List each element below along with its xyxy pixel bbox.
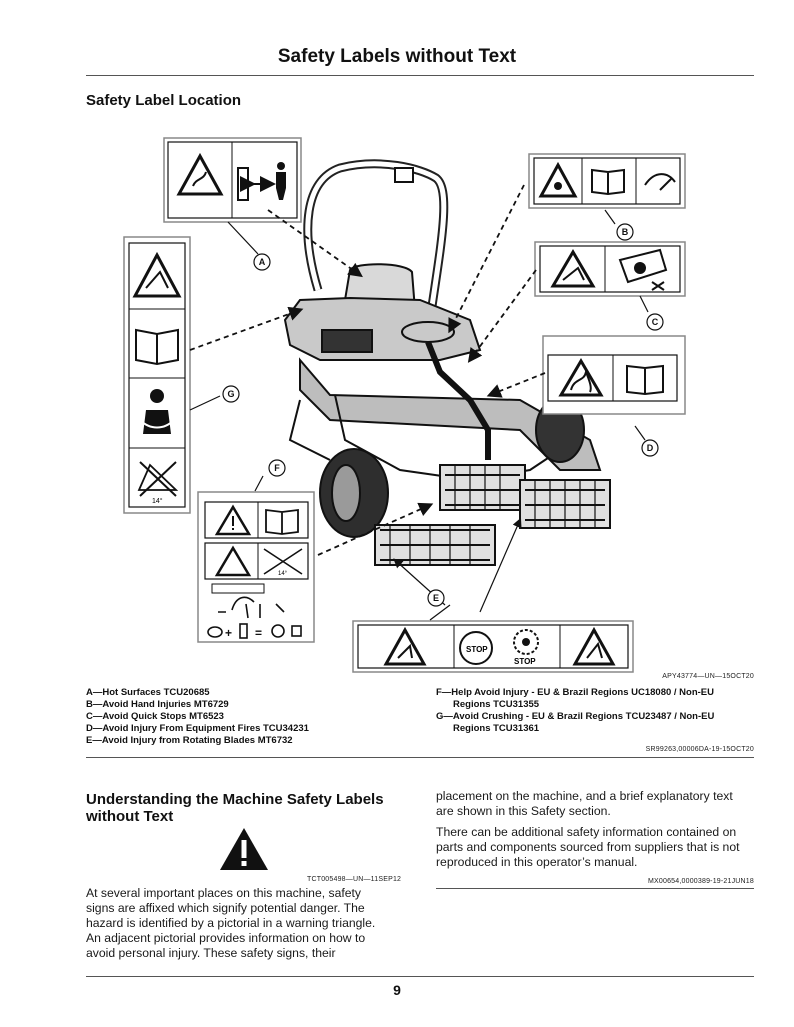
legend-item-e: E—Avoid Injury from Rotating Blades MT67… — [86, 735, 293, 746]
mower-drawing — [283, 159, 611, 566]
callouts: A B C D E F G — [222, 223, 664, 607]
understanding-heading-line2: without Text — [86, 808, 174, 825]
understanding-right-p2: There can be additional safety informati… — [436, 825, 766, 870]
label-f-angle-text: 14° — [278, 571, 288, 577]
label-e-stop-text-1: STOP — [466, 645, 488, 654]
understanding-rule — [436, 888, 754, 889]
reel-unit-center — [439, 464, 526, 511]
legend-item-b: B—Avoid Hand Injuries MT6729 — [86, 699, 229, 710]
svg-text:D: D — [647, 443, 654, 453]
right-p2-line-1: There can be additional safety informati… — [436, 825, 737, 839]
understanding-heading-line1: Understanding the Machine Safety Labels — [86, 791, 384, 808]
label-f-help-avoid-injury: 14° + = — [197, 491, 315, 643]
reel-unit-left — [374, 524, 496, 566]
legend-item-f: F—Help Avoid Injury - EU & Brazil Region… — [436, 687, 715, 698]
legend-item-g-cont: Regions TCU31361 — [453, 723, 540, 734]
legend-rule — [86, 757, 754, 758]
title-rule — [86, 75, 754, 76]
right-p1-line-1: placement on the machine, and a brief ex… — [436, 789, 733, 803]
footer-rule — [86, 976, 754, 977]
legend-item-a: A—Hot Surfaces TCU20685 — [86, 687, 210, 698]
callout-a: A — [253, 253, 271, 271]
svg-text:=: = — [255, 626, 262, 640]
label-e-stop-text-2: STOP — [514, 657, 536, 666]
page-number: 9 — [393, 982, 401, 998]
page-title: Safety Labels without Text — [277, 46, 517, 67]
callout-d: D — [641, 439, 659, 457]
legend-ref-code: SR99263,00006DA-19-15OCT20 — [645, 746, 754, 753]
svg-text:+: + — [225, 626, 232, 640]
label-c-quick-stops — [534, 241, 686, 297]
legend-item-f-cont: Regions TCU31355 — [453, 699, 540, 710]
warning-triangle-icon — [220, 828, 268, 870]
section-title: Safety Label Location — [86, 92, 242, 109]
leader-lines — [189, 184, 546, 556]
understanding-right-p1: placement on the machine, and a brief ex… — [436, 789, 766, 819]
legend-left: A—Hot Surfaces TCU20685 B—Avoid Hand Inj… — [86, 687, 426, 747]
svg-text:A: A — [259, 257, 266, 267]
legend-item-c: C—Avoid Quick Stops MT6523 — [86, 711, 224, 722]
callout-e: E — [427, 589, 445, 607]
callout-b: B — [616, 223, 634, 241]
label-b-hand-injuries — [528, 153, 686, 209]
legend-item-d: D—Avoid Injury From Equipment Fires TCU3… — [86, 723, 309, 734]
right-p1-line-2: are shown in this Safety section. — [436, 804, 611, 818]
label-d-equipment-fires — [542, 335, 686, 415]
callout-g: G — [222, 385, 240, 403]
label-a-hot-surfaces — [163, 137, 302, 223]
left-line-5: avoid personal injury. These safety sign… — [86, 946, 336, 960]
understanding-heading: Understanding the Machine Safety Labels … — [86, 791, 426, 825]
callout-f: F — [268, 459, 286, 477]
safety-label-location-figure: 14° 14° + = STOP STOP — [123, 137, 686, 673]
understanding-left-paragraph: At several important places on this mach… — [86, 886, 426, 961]
legend-right: F—Help Avoid Injury - EU & Brazil Region… — [436, 687, 766, 735]
svg-text:F: F — [274, 463, 280, 473]
label-e-rotating-blades: STOP STOP — [352, 620, 634, 673]
legend-item-g: G—Avoid Crushing - EU & Brazil Regions T… — [436, 711, 715, 722]
svg-text:G: G — [227, 389, 234, 399]
figure-code: APY43774—UN—15OCT20 — [662, 673, 754, 680]
reel-unit-right — [519, 479, 611, 529]
svg-text:C: C — [652, 317, 659, 327]
left-line-2: signs are affixed which signify potentia… — [86, 901, 365, 915]
right-p2-line-3: reproduced in this operator’s manual. — [436, 855, 638, 869]
left-line-4: An adjacent pictorial provides informati… — [86, 931, 366, 945]
understanding-ref-code: MX00654,0000389-19-21JUN18 — [648, 878, 754, 885]
callout-c: C — [646, 313, 664, 331]
svg-text:B: B — [622, 227, 629, 237]
label-g-avoid-crushing: 14° — [123, 236, 191, 514]
left-line-3: hazard is identified by a pictorial in a… — [86, 916, 376, 930]
label-g-angle-text: 14° — [152, 497, 163, 505]
left-line-1: At several important places on this mach… — [86, 886, 362, 900]
warning-code: TCT005498—UN—11SEP12 — [307, 876, 402, 883]
right-p2-line-2: parts and components sourced from suppli… — [436, 840, 740, 854]
svg-text:E: E — [433, 593, 439, 603]
